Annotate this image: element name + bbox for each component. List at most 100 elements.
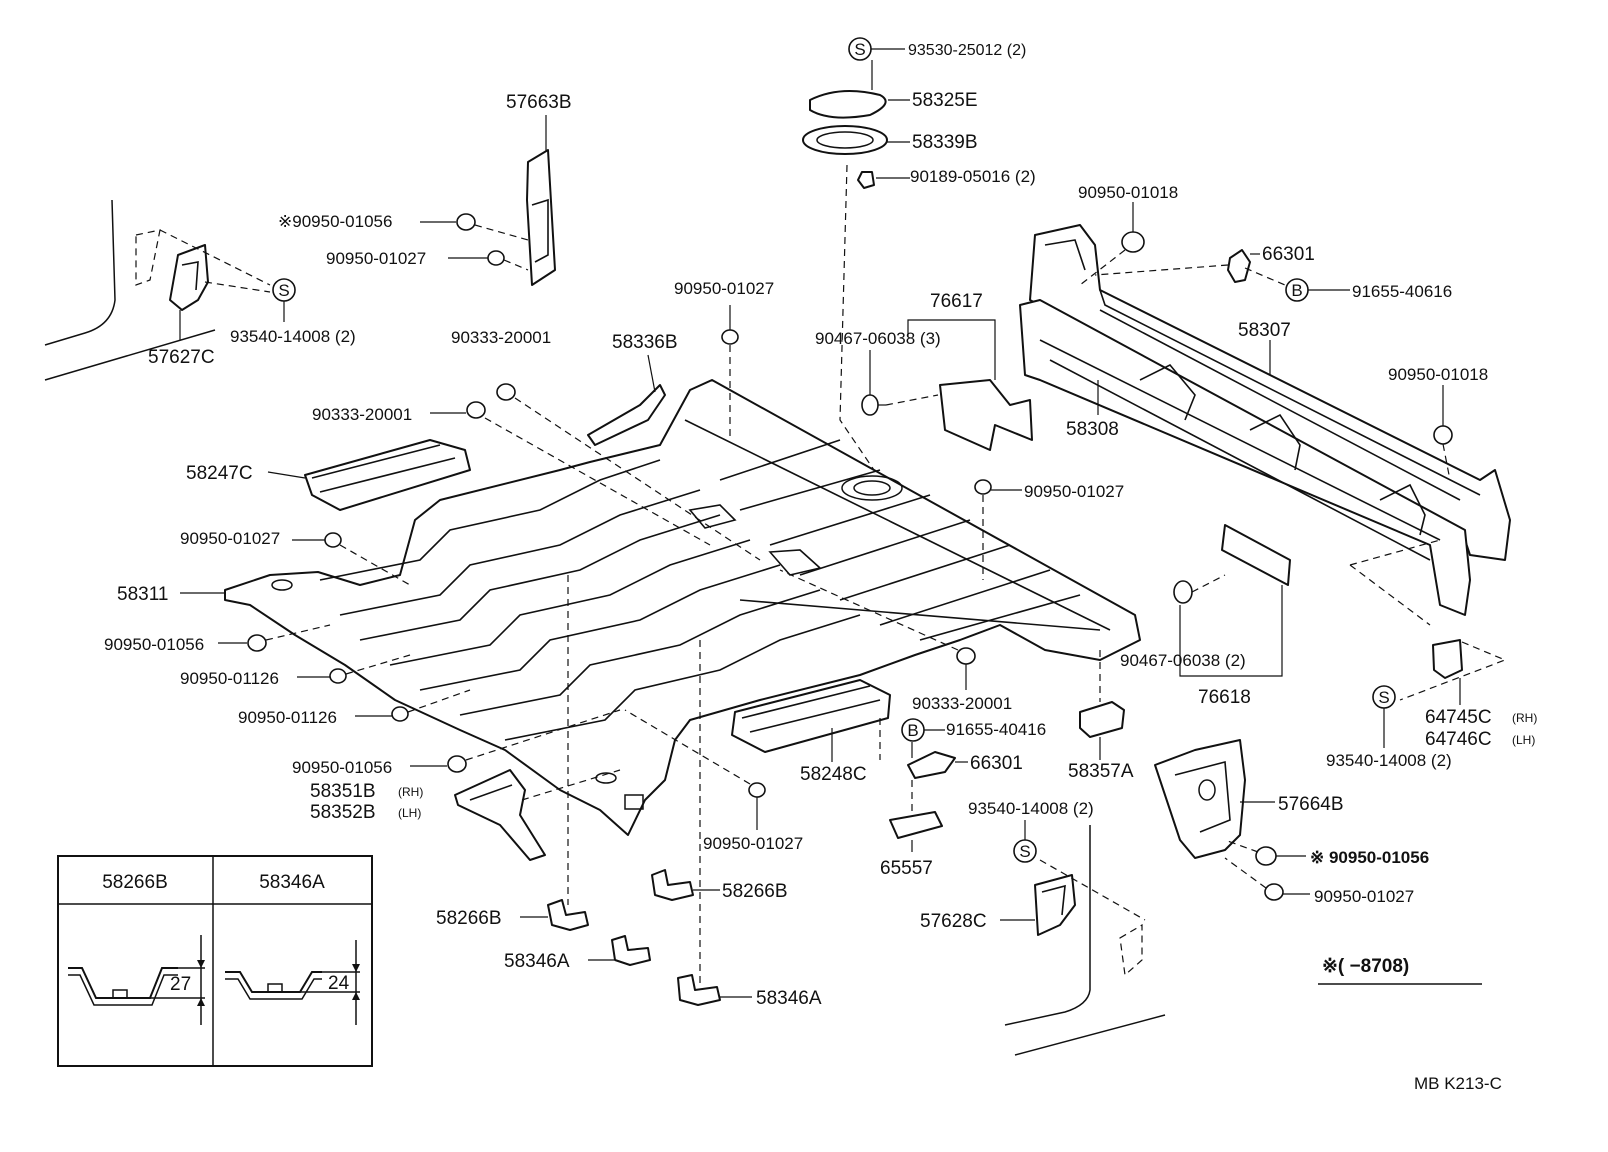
- label-58336b: 58336B: [612, 332, 678, 353]
- part-58247c: [267, 439, 471, 511]
- plug-90950-01027-c: [292, 532, 411, 586]
- label-93540-14008-c: 93540-14008 (2): [968, 799, 1094, 818]
- label-76617: 76617: [930, 291, 983, 312]
- label-90950-01126-b: 90950-01126: [238, 708, 337, 727]
- label-diagram-code: MB K213-C: [1414, 1074, 1502, 1093]
- part-58351b: [454, 769, 546, 861]
- plug-90950-01027-a: [448, 250, 529, 271]
- label-90950-01126-a: 90950-01126: [180, 669, 279, 688]
- part-58357a: [1079, 650, 1125, 760]
- left-body-outline: [44, 199, 216, 381]
- s-marker-93540-b: S: [1372, 685, 1396, 748]
- label-57627c: 57627C: [148, 347, 215, 368]
- svg-text:S: S: [1019, 842, 1030, 861]
- s-marker-93540-a: S: [272, 278, 296, 322]
- bracket-58346a-a: [588, 935, 651, 966]
- label-90950-01018-b: 90950-01018: [1388, 365, 1488, 384]
- label-64746c-lh: (LH): [1512, 733, 1535, 747]
- label-64745c: 64745C: [1425, 707, 1492, 728]
- svg-text:S: S: [854, 40, 865, 59]
- part-64745c: [1399, 639, 1507, 705]
- part-58248c: [731, 679, 891, 762]
- svg-text:B: B: [907, 721, 918, 740]
- part-57627c: [169, 244, 209, 340]
- label-58325e: 58325E: [912, 90, 978, 111]
- inset-header-58346a: 58346A: [259, 872, 325, 893]
- label-90950-01027-e: 90950-01027: [703, 834, 803, 853]
- label-64745c-rh: (RH): [1512, 711, 1537, 725]
- label-93540-14008-a: 93540-14008 (2): [230, 327, 356, 346]
- label-90950-01056-d: ※ 90950-01056: [1310, 848, 1429, 867]
- plug-90950-01056-a: [420, 213, 529, 241]
- svg-text:B: B: [1291, 281, 1302, 300]
- svg-text:S: S: [1378, 688, 1389, 707]
- plug-90950-01056-d: [1224, 839, 1306, 866]
- label-58311: 58311: [117, 584, 168, 605]
- part-76618: [1173, 524, 1291, 677]
- label-58308: 58308: [1066, 419, 1119, 440]
- label-64746c: 64746C: [1425, 729, 1492, 750]
- part-65557: [889, 780, 943, 852]
- part-57628c: [1000, 859, 1146, 936]
- plug-stack: [802, 60, 910, 471]
- plug-90950-01027-d: [974, 479, 1022, 580]
- inset-profile-58266b: 27: [68, 935, 205, 1025]
- label-58352b: 58352B: [310, 802, 376, 823]
- s-marker-93530: S: [848, 37, 905, 61]
- label-58307: 58307: [1238, 320, 1291, 341]
- plug-90950-01018-b: [1433, 385, 1453, 481]
- label-58352b-lh: (LH): [398, 806, 421, 820]
- plug-90950-01056-b: [218, 624, 331, 652]
- label-58247c: 58247C: [186, 463, 253, 484]
- label-93530-25012: 93530-25012 (2): [908, 42, 1026, 59]
- plug-90950-01056-c: [410, 709, 621, 773]
- part-58311-floor-pan: [180, 379, 1141, 836]
- label-date-note: ※( −8708): [1322, 956, 1409, 977]
- label-57663b: 57663B: [506, 92, 572, 113]
- label-58266b-a: 58266B: [436, 908, 502, 929]
- label-58346a-b: 58346A: [756, 988, 822, 1009]
- label-66301-b: 66301: [970, 753, 1023, 774]
- label-90333-20001-c: 90333-20001: [912, 694, 1012, 713]
- inset-profile-58346a: 24: [225, 940, 360, 1025]
- label-90950-01056-c: 90950-01056: [292, 758, 392, 777]
- inset-dim-24: 24: [328, 973, 350, 994]
- plug-90950-01027-e: [624, 709, 766, 830]
- label-90950-01056-b: 90950-01056: [104, 635, 204, 654]
- plug-90333-20001-b: [430, 401, 711, 546]
- label-65557: 65557: [880, 858, 933, 879]
- part-76617: [861, 319, 1033, 451]
- label-90333-20001-b: 90333-20001: [312, 405, 412, 424]
- label-90333-20001-a: 90333-20001: [451, 328, 551, 347]
- label-90950-01027-c: 90950-01027: [180, 529, 280, 548]
- hook-66301-b: [907, 742, 968, 779]
- hook-66301-a: [1094, 249, 1286, 286]
- label-93540-14008-b: 93540-14008 (2): [1326, 751, 1452, 770]
- right-body-outline: [1004, 825, 1166, 1056]
- bracket-58266b-a: [520, 899, 589, 931]
- label-58248c: 58248C: [800, 764, 867, 785]
- part-58336b: [587, 354, 666, 446]
- label-57628c: 57628C: [920, 911, 987, 932]
- label-90950-01027-f: 90950-01027: [1314, 887, 1414, 906]
- s-marker-93540-c: S: [1013, 820, 1037, 863]
- label-58346a-a: 58346A: [504, 951, 570, 972]
- inset-dim-27: 27: [170, 974, 191, 995]
- label-91655-40416: 91655-40416: [946, 720, 1046, 739]
- label-90950-01027-d: 90950-01027: [1024, 482, 1124, 501]
- label-90950-01018-a: 90950-01018: [1078, 183, 1178, 202]
- label-90950-01027-b: 90950-01027: [674, 279, 774, 298]
- label-90467-06038-b: 90467-06038 (2): [1120, 651, 1246, 670]
- part-57664b: [1154, 739, 1275, 859]
- inset-table: 58266B 58346A 27 24: [57, 855, 373, 1067]
- plug-90333-20001-a: [496, 383, 761, 561]
- b-marker-91655-40416: B: [901, 718, 945, 742]
- label-58357a: 58357A: [1068, 761, 1134, 782]
- label-90189-05016: 90189-05016 (2): [910, 167, 1036, 186]
- label-58351b-rh: (RH): [398, 785, 423, 799]
- label-91655-40616: 91655-40616: [1352, 282, 1452, 301]
- label-90950-01056-a: ※90950-01056: [278, 212, 392, 231]
- label-66301-a: 66301: [1262, 244, 1315, 265]
- plug-90950-01126-a: [297, 654, 411, 684]
